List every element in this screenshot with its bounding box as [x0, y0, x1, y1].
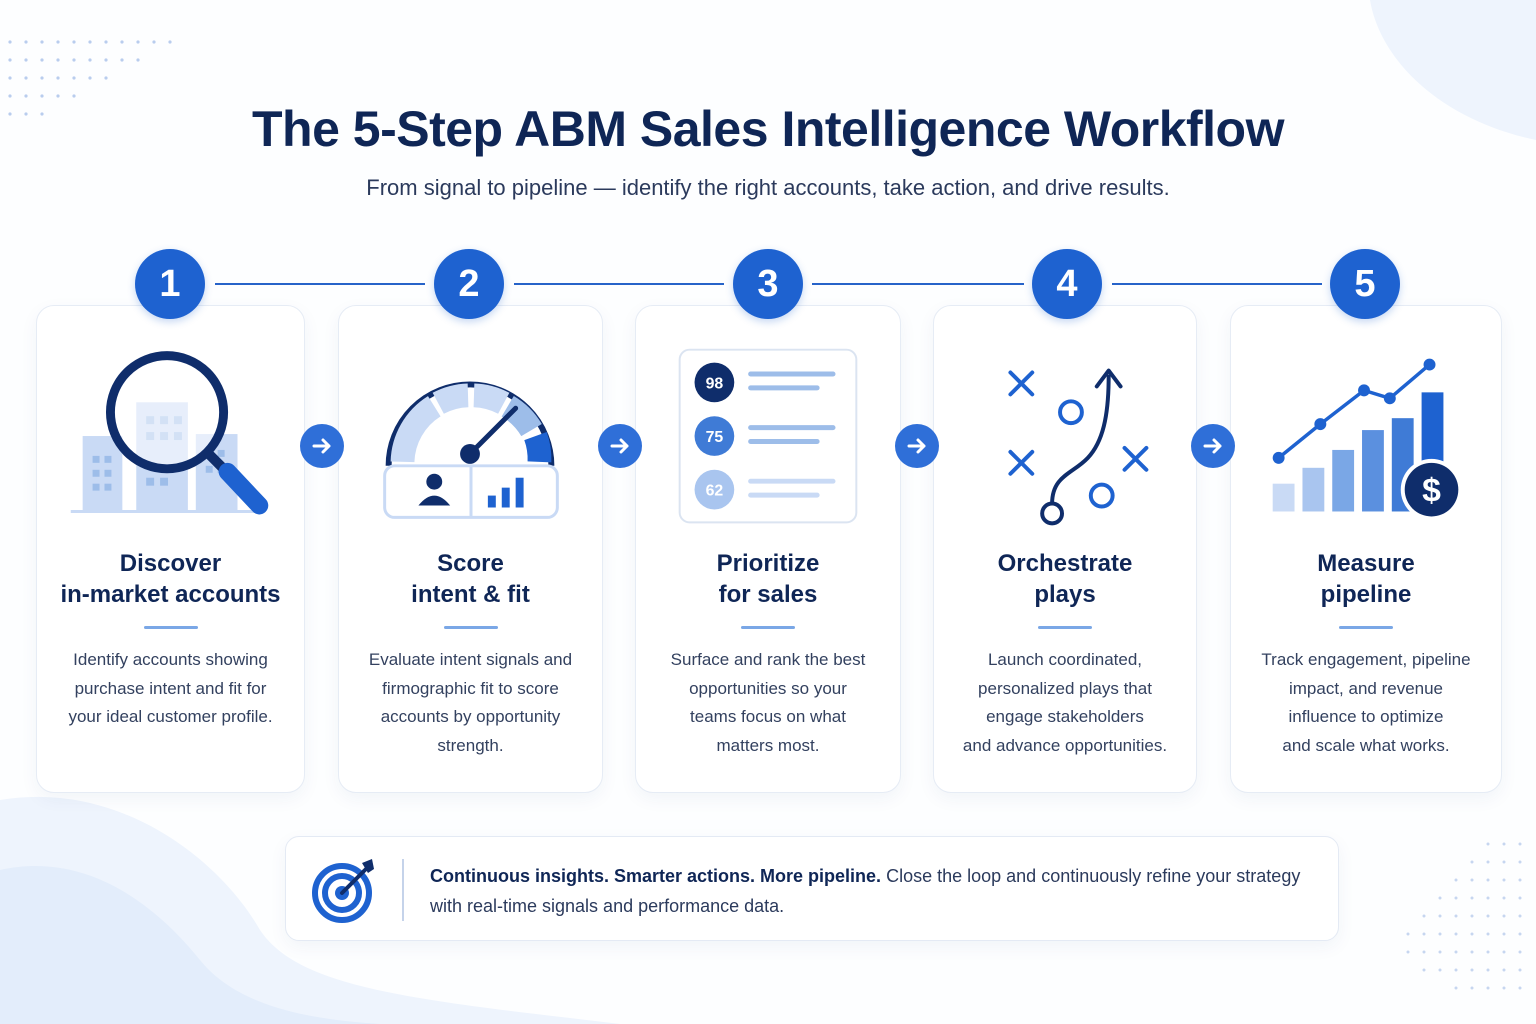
footer-line-1: Close the loop and continuously refine y…: [886, 866, 1301, 886]
background-dots-top-left: [8, 40, 172, 116]
step-description: Launch coordinated, personalized plays t…: [962, 650, 1168, 755]
step-card-3: 98 75 62 Prioritize for sales Surface an…: [635, 305, 901, 793]
background-wave-bottom-left: [0, 796, 620, 1024]
step-description: Surface and rank the best opportunities …: [670, 650, 866, 755]
footer-divider: [402, 859, 404, 921]
step-title: Discover in-market accounts: [60, 550, 281, 608]
arrow-right-icon: [300, 424, 344, 468]
title-underline: [443, 626, 498, 629]
step-number-3: 3: [733, 249, 803, 319]
step-number-2: 2: [434, 249, 504, 319]
step-card-4: Orchestrate plays Launch coordinated, pe…: [933, 305, 1197, 793]
footer-banner: Continuous insights. Smarter actions. Mo…: [285, 836, 1339, 941]
step-description: Evaluate intent signals and firmographic…: [368, 650, 573, 755]
step-title: Measure pipeline: [1317, 550, 1415, 608]
footer-line-2: with real-time signals and performance d…: [430, 896, 785, 916]
step-title: Prioritize for sales: [716, 550, 820, 608]
step-connector-3-4: [812, 283, 1024, 285]
target-arrow-icon: [312, 859, 374, 923]
score-75: 75: [706, 429, 724, 446]
score-98: 98: [706, 375, 724, 392]
step-connector-1-2: [215, 283, 425, 285]
step-number-5: 5: [1330, 249, 1400, 319]
step-connector-4-5: [1112, 283, 1322, 285]
page-title: The 5-Step ABM Sales Intelligence Workfl…: [252, 101, 1284, 157]
step-connector-2-3: [514, 283, 724, 285]
step-title: Orchestrate plays: [997, 550, 1133, 608]
play-diagram-icon: [1008, 368, 1149, 526]
step-card-2: Score intent & fit Evaluate intent signa…: [338, 305, 603, 793]
page-subtitle: From signal to pipeline — identify the r…: [366, 175, 1170, 200]
growth-chart-dollar-icon: $: [1272, 358, 1463, 521]
footer-text: Continuous insights. Smarter actions. Mo…: [430, 861, 1308, 921]
dollar-sign: $: [1422, 472, 1441, 510]
arrow-right-icon: [598, 424, 642, 468]
title-underline: [143, 626, 198, 629]
step-number-4: 4: [1032, 249, 1102, 319]
ranked-list-icon: 98 75 62: [678, 348, 858, 524]
step-card-5: $ Measure pipeline Track engagement, pip…: [1230, 305, 1502, 793]
arrow-right-icon: [895, 424, 939, 468]
step-number-1: 1: [135, 249, 205, 319]
background-dots-bottom-right: [1406, 842, 1522, 990]
footer-headline: Continuous insights. Smarter actions. Mo…: [430, 866, 882, 886]
title-underline: [1339, 626, 1393, 629]
step-description: Identify accounts showing purchase inten…: [68, 650, 273, 726]
magnifier-buildings-icon: [70, 351, 269, 515]
score-62: 62: [706, 483, 724, 500]
background-wave-top-right: [1370, 0, 1536, 140]
title-underline: [1038, 626, 1092, 629]
step-title: Score intent & fit: [411, 550, 530, 608]
arrow-right-icon: [1191, 424, 1235, 468]
step-description: Track engagement, pipeline impact, and r…: [1261, 650, 1471, 755]
step-card-1: Discover in-market accounts Identify acc…: [36, 305, 305, 793]
title-underline: [741, 626, 795, 629]
gauge-score-icon: [383, 381, 559, 519]
